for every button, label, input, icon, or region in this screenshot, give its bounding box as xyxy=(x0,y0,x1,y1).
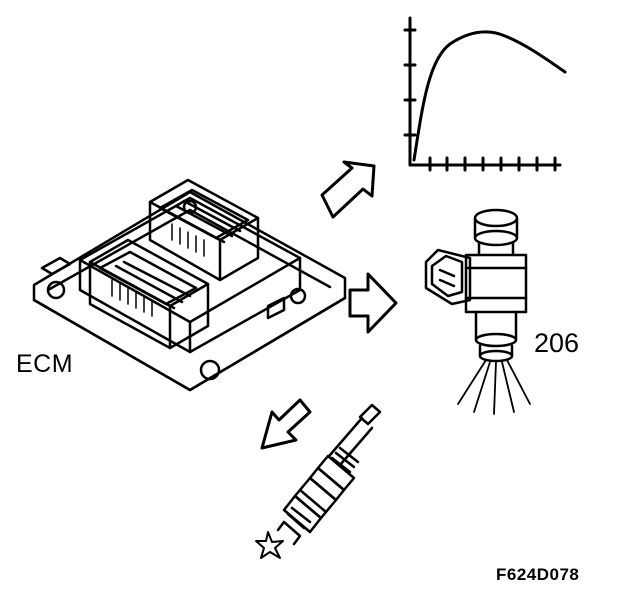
arrow-down-left-icon xyxy=(260,398,312,450)
ignition-curve-icon xyxy=(403,16,567,172)
ecm-label: ECM xyxy=(16,350,74,378)
arrow-up-right-icon xyxy=(320,160,376,219)
ecm-icon xyxy=(32,178,347,392)
spark-plug-icon xyxy=(255,403,382,559)
injector-reference-label: 206 xyxy=(534,328,580,358)
arrow-right-icon xyxy=(348,272,398,334)
figure-code-label: F624D078 xyxy=(496,565,580,584)
fuel-injector-icon xyxy=(424,208,531,415)
